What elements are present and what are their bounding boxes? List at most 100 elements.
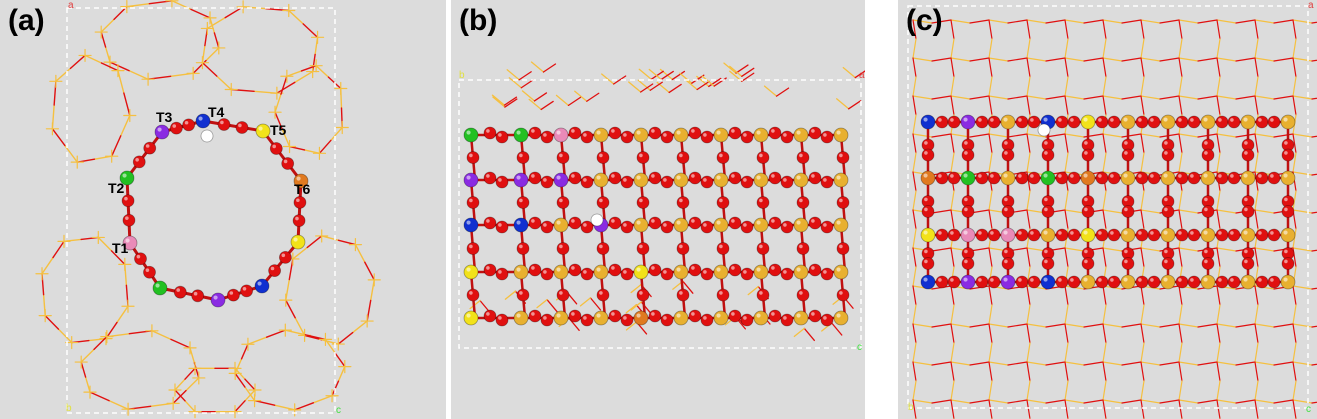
site-label-t4: T4 xyxy=(208,104,225,120)
atom-highlight xyxy=(1018,174,1022,178)
oxygen-atom xyxy=(495,130,509,144)
framework-bond xyxy=(1216,209,1221,230)
atom-highlight xyxy=(1150,118,1154,122)
atom-highlight xyxy=(125,238,130,243)
oxygen-atom xyxy=(648,126,662,140)
atom-highlight xyxy=(571,312,575,316)
framework-bond xyxy=(1102,190,1107,211)
atom-highlight xyxy=(950,231,954,235)
atom-highlight xyxy=(1084,249,1088,254)
atom-highlight xyxy=(1284,197,1288,202)
axis-letter-a: a xyxy=(859,70,865,81)
oxygen-atom xyxy=(540,267,554,281)
atom-highlight xyxy=(1004,141,1008,145)
framework-bond xyxy=(1254,285,1259,306)
oxygen-atom xyxy=(1227,171,1241,185)
atom-highlight xyxy=(731,129,735,133)
oxygen-atom xyxy=(1027,171,1041,185)
framework-bond xyxy=(1102,285,1107,306)
oxygen-atom xyxy=(1255,171,1269,185)
framework-bond xyxy=(950,304,955,325)
framework-bond xyxy=(701,75,715,87)
atom-highlight xyxy=(469,198,473,203)
atom-highlight xyxy=(543,270,547,274)
oxygen-atom xyxy=(540,313,554,327)
atom-highlight xyxy=(1150,174,1154,178)
oxygen-atom xyxy=(1067,171,1081,185)
oxygen-atom xyxy=(1121,148,1135,162)
t-site-atom xyxy=(1160,170,1176,186)
framework-bond xyxy=(84,376,91,393)
framework-bond xyxy=(630,283,642,294)
atom-highlight xyxy=(676,267,681,272)
framework-bond xyxy=(1007,57,1028,62)
oxygen-atom xyxy=(1187,115,1201,129)
framework-bond xyxy=(1026,323,1047,328)
framework-bond xyxy=(201,61,218,77)
framework-bond xyxy=(1064,361,1085,366)
t-site-atom xyxy=(513,217,529,233)
framework-bond xyxy=(1064,399,1085,404)
framework-bond xyxy=(950,38,955,59)
t-site-atom xyxy=(1160,227,1176,243)
framework-bond xyxy=(1254,190,1259,211)
oxygen-atom xyxy=(556,196,570,209)
framework-bond xyxy=(1216,133,1237,138)
atom-highlight xyxy=(1083,230,1088,235)
framework-bond xyxy=(172,389,187,405)
framework-bond xyxy=(1140,247,1145,268)
atom-highlight xyxy=(599,153,603,158)
atom-highlight xyxy=(145,144,150,148)
oxygen-atom xyxy=(987,171,1001,185)
t-site-atom xyxy=(1200,274,1216,290)
framework-bond xyxy=(536,299,548,309)
framework-bond xyxy=(1140,57,1161,62)
atom-highlight xyxy=(1190,118,1194,122)
atom-highlight xyxy=(1283,277,1288,282)
t-site-atom xyxy=(713,172,729,188)
oxygen-atom xyxy=(568,126,582,140)
framework-bond xyxy=(950,209,955,230)
atom-highlight xyxy=(1098,174,1102,178)
framework-bond xyxy=(1216,399,1237,404)
framework-bond xyxy=(1045,323,1066,328)
framework-bond xyxy=(988,19,993,40)
framework-bond xyxy=(1064,209,1085,214)
framework-bond xyxy=(274,93,282,113)
framework-bond xyxy=(988,95,993,116)
t-site-atom xyxy=(1240,114,1256,130)
oxygen-atom xyxy=(648,216,662,230)
atom-highlight xyxy=(950,278,954,282)
atom-highlight xyxy=(1044,249,1048,254)
framework-bond xyxy=(1178,247,1199,252)
framework-bond xyxy=(1254,209,1259,230)
framework-bond xyxy=(950,380,955,401)
framework-bond xyxy=(1254,152,1259,173)
atom-highlight xyxy=(1230,278,1234,282)
oxygen-atom xyxy=(1095,275,1109,289)
framework-bond xyxy=(793,327,806,338)
framework-bond xyxy=(723,62,737,74)
atom-highlight xyxy=(1283,173,1288,178)
framework-bond xyxy=(312,395,333,404)
oxygen-atom xyxy=(1215,275,1229,289)
framework-bond xyxy=(1045,95,1066,100)
atom-highlight xyxy=(1070,231,1074,235)
framework-bond xyxy=(1026,285,1031,306)
framework-bond xyxy=(1216,285,1221,306)
oxygen-atom xyxy=(975,171,989,185)
oxygen-atom xyxy=(756,288,770,302)
atom-highlight xyxy=(1163,230,1168,235)
framework-bond xyxy=(1007,95,1028,100)
atom-highlight xyxy=(1203,230,1208,235)
framework-bond xyxy=(240,343,249,360)
hydrogen-atom xyxy=(590,213,604,227)
atom-highlight xyxy=(756,130,761,135)
framework-bond xyxy=(1216,95,1237,100)
framework-bond xyxy=(1273,323,1294,328)
oxygen-atom xyxy=(660,175,674,189)
framework-bond xyxy=(64,144,78,163)
framework-bond xyxy=(574,90,588,102)
t-site-atom xyxy=(1120,274,1136,290)
